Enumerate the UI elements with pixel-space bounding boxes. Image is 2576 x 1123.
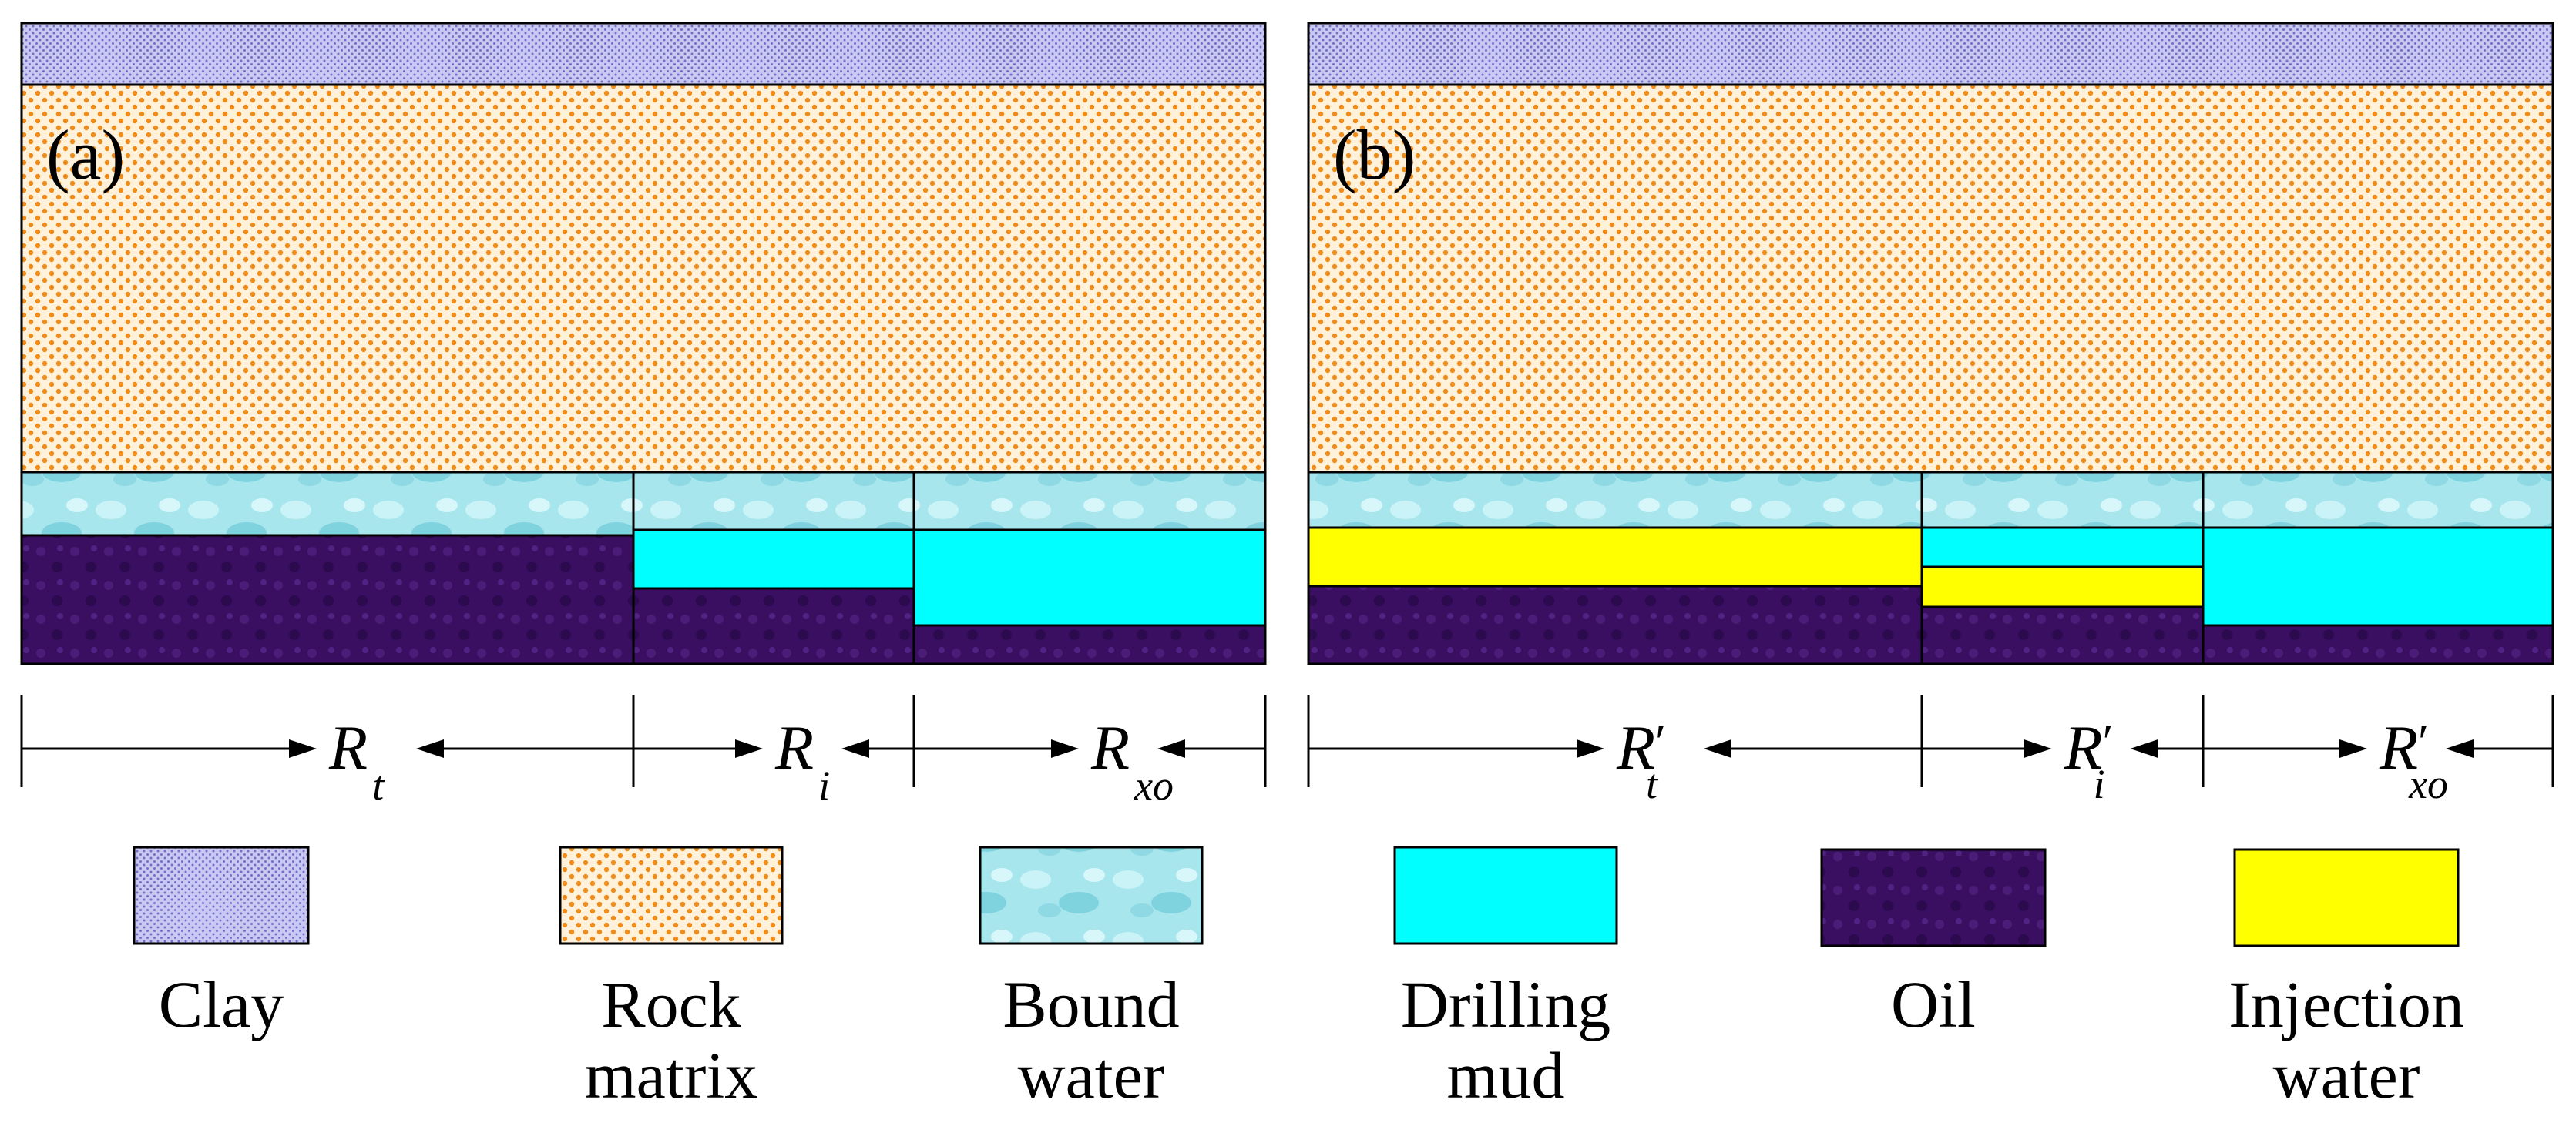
legend-label: mud <box>1447 1038 1565 1112</box>
bound-band <box>912 471 1267 531</box>
oil-band <box>1920 605 2205 665</box>
arrow-head-right <box>2339 739 2367 758</box>
legend-swatch-rock <box>559 846 784 945</box>
zone-symbol: R <box>774 712 814 783</box>
arrow-head-right <box>2024 739 2052 758</box>
zone-subscript: t <box>1646 761 1659 807</box>
zone-resistivity-label: R′xo <box>2379 712 2448 807</box>
arrow-head-left <box>1157 739 1185 758</box>
zone-resistivity-label: Ri <box>774 712 830 809</box>
panel-frame <box>1307 22 2554 665</box>
clay-layer <box>1307 22 2554 86</box>
mud-band <box>912 528 1267 627</box>
legend-swatch-inj <box>2233 848 2460 947</box>
legend-label: Clay <box>159 967 284 1041</box>
zone-subscript: i <box>818 763 830 809</box>
zone-resistivity-label: R′i <box>2064 712 2111 807</box>
arrow-head-right <box>735 739 763 758</box>
mud-band <box>632 528 915 590</box>
mud-band <box>2202 526 2554 627</box>
oil-band <box>912 624 1267 665</box>
zone-prime: ′ <box>2415 714 2427 769</box>
arrow-head-left <box>2446 739 2474 758</box>
zone-subscript: t <box>372 763 385 809</box>
bound-band <box>1920 471 2205 529</box>
zone-symbol: R <box>328 712 368 783</box>
arrow-head-left <box>2130 739 2158 758</box>
legend-label: water <box>2273 1038 2420 1112</box>
arrow-head-right <box>289 739 317 758</box>
arrow-head-left <box>416 739 444 758</box>
inj-band <box>1920 565 2205 608</box>
arrow-head-left <box>841 739 869 758</box>
zone-subscript: xo <box>2408 761 2448 807</box>
legend-label: Drilling <box>1401 967 1610 1041</box>
legend-item-clay: Clay <box>133 846 310 1041</box>
legend-swatch-clay <box>133 846 310 945</box>
zone-symbol: R <box>1616 712 1655 783</box>
zone-prime: ′ <box>2100 714 2111 769</box>
rock-matrix-layer <box>20 83 1267 474</box>
arrow-head-right <box>1051 739 1079 758</box>
legend-swatch-oil <box>1820 848 2047 947</box>
legend-label: Bound <box>1003 967 1179 1041</box>
zone-resistivity-label: Rxo <box>1090 712 1174 809</box>
legend-item-oil: Oil <box>1820 848 2047 1041</box>
zone-resistivity-label: Rt <box>328 712 385 809</box>
bound-band <box>2202 471 2554 529</box>
legend-label: water <box>1018 1038 1165 1112</box>
bound-band <box>1307 471 1923 529</box>
bound-band <box>632 471 915 531</box>
bound-band <box>20 471 635 537</box>
oil-band <box>1307 585 1923 665</box>
zone-prime: ′ <box>1652 714 1664 769</box>
legend-label: Injection <box>2228 967 2464 1041</box>
arrow-head-right <box>1577 739 1604 758</box>
panel-label: (a) <box>46 116 125 194</box>
arrow-head-left <box>1704 739 1731 758</box>
oil-band <box>632 587 915 665</box>
legend-label: Rock <box>601 967 741 1041</box>
mud-band <box>1920 526 2205 568</box>
oil-band <box>20 534 635 665</box>
zone-symbol: R <box>2064 712 2103 783</box>
inj-band <box>1307 526 1923 588</box>
panel-b: (b)R′tR′iR′xo <box>1307 22 2554 807</box>
oil-band <box>2202 624 2554 665</box>
zone-symbol: R <box>1090 712 1130 783</box>
legend-swatch-bound <box>979 846 1204 945</box>
zone-subscript: xo <box>1134 763 1174 809</box>
legend-swatch-mud <box>1393 846 1618 945</box>
zone-resistivity-label: R′t <box>1616 712 1664 807</box>
legend-label: Oil <box>1891 967 1976 1041</box>
zone-subscript: i <box>2094 761 2105 807</box>
zone-symbol: R <box>2379 712 2418 783</box>
clay-layer <box>20 22 1267 86</box>
rock-matrix-layer <box>1307 83 2554 474</box>
legend-label: matrix <box>585 1038 758 1112</box>
panel-frame <box>20 22 1267 665</box>
panel-label: (b) <box>1333 116 1416 194</box>
